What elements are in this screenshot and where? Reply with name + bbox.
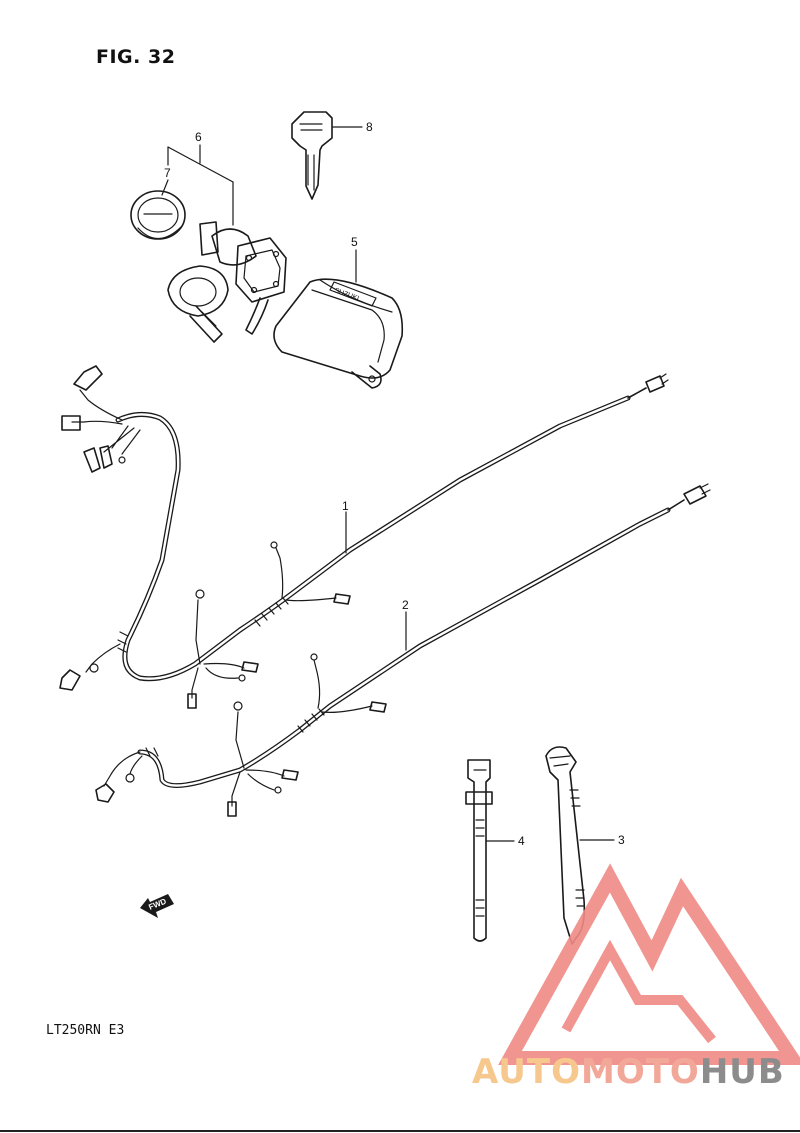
switch-lock-nut[interactable] [167,265,229,343]
model-code: LT250RN E3 [46,1023,124,1038]
switch-cap-part-7[interactable] [130,190,186,240]
wiring-harness-part-1[interactable] [59,365,669,709]
automotohub-logo [498,863,800,1065]
switch-cover-part-5[interactable]: SUZUKI [273,278,404,389]
callout-1: 1 [342,499,349,513]
callout-4: 4 [518,834,525,848]
fwd-arrow-icon: FWD [140,894,174,918]
ignition-switch-body[interactable] [199,221,287,335]
callout-8: 8 [366,120,373,134]
callout-5: 5 [351,235,358,249]
leader-6-bracket [167,146,234,183]
clamp-band-part-4[interactable] [465,759,493,942]
callout-6: 6 [195,130,202,144]
key-part-8[interactable] [291,111,333,200]
leader-7 [161,179,169,196]
callout-2: 2 [402,598,409,612]
watermark-text: AUTOMOTOHUB [472,1052,785,1092]
watermark-moto: MOTO [581,1052,700,1092]
clamp-part-3[interactable] [545,746,586,945]
callout-3: 3 [618,833,625,847]
svg-text:SUZUKI: SUZUKI [333,287,360,302]
watermark-hub: HUB [700,1052,785,1092]
figure-title: FIG. 32 [96,46,175,68]
wiring-harness-part-2[interactable] [95,483,711,817]
callout-7: 7 [164,166,171,180]
watermark-auto: AUTO [472,1052,581,1092]
